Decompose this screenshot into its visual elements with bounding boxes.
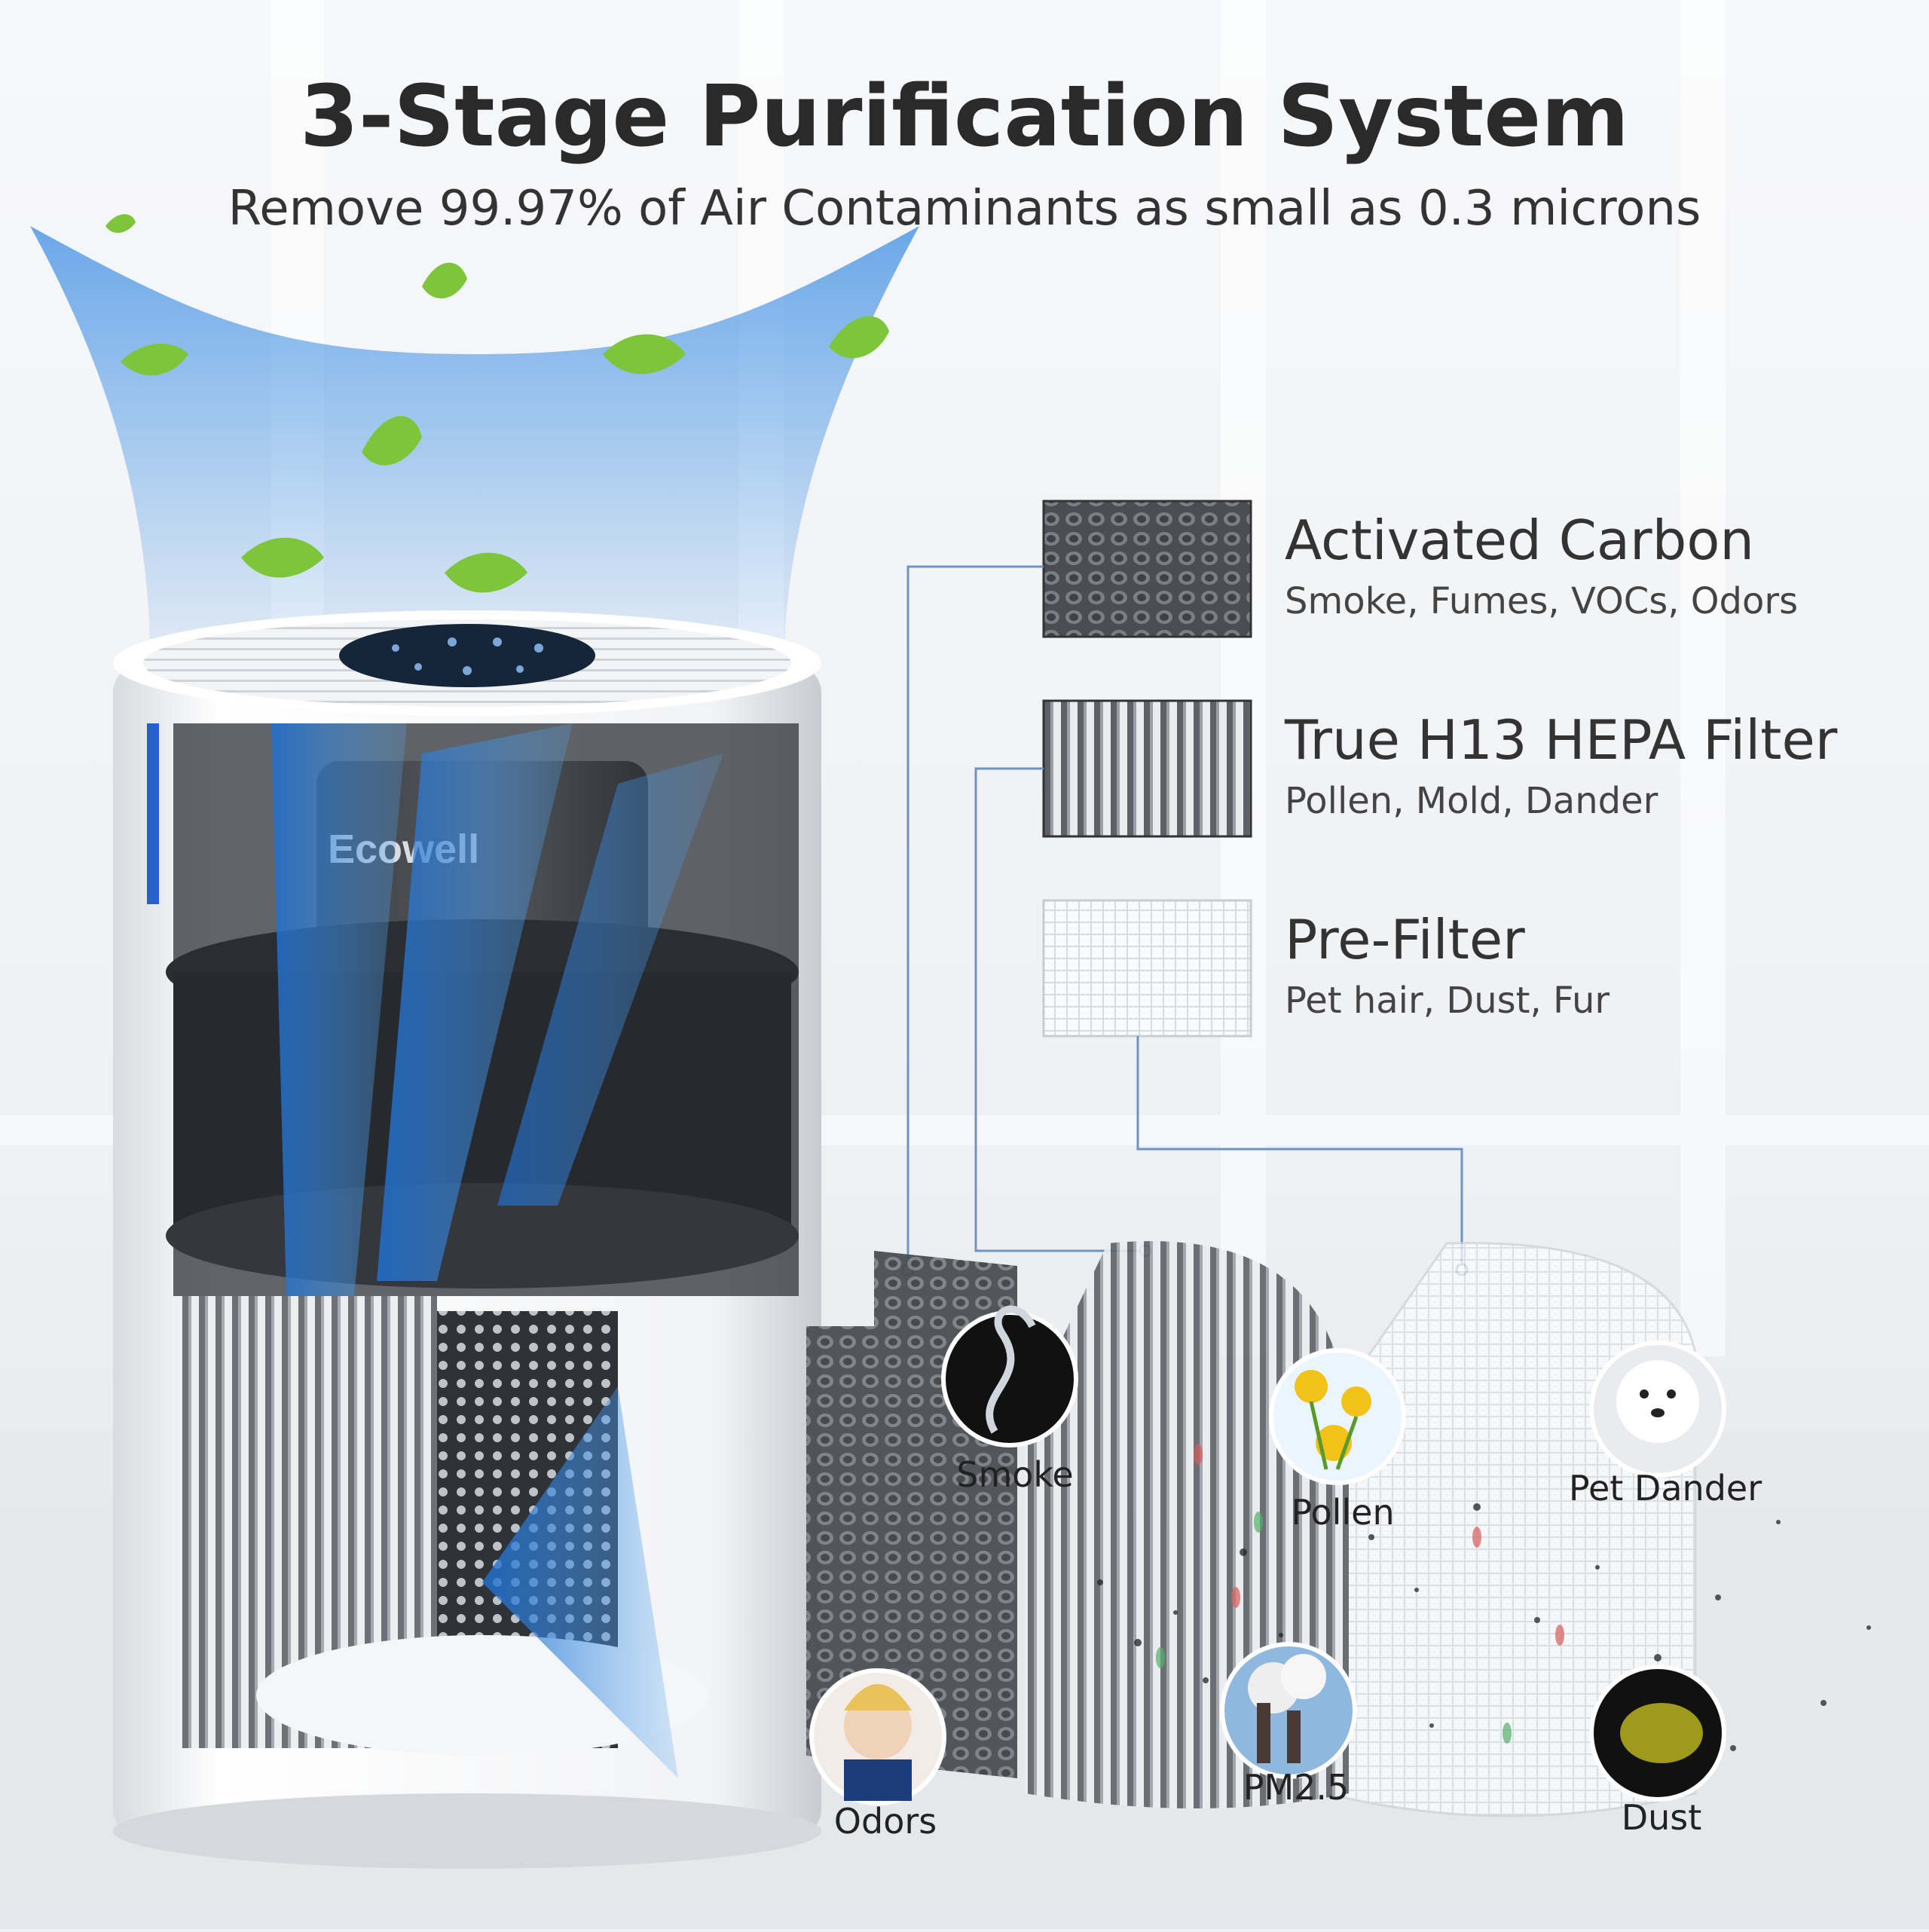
air-purifier: Ecowell [113, 610, 821, 1869]
filter-desc-pre: Pet hair, Dust, Fur [1285, 980, 1610, 1022]
connector-lines [906, 565, 1463, 1270]
label-pm25: PM2.5 [1243, 1767, 1350, 1808]
status-light [147, 723, 159, 904]
carbon-filter-swatch [1042, 500, 1252, 638]
pm25-icon [1220, 1642, 1357, 1779]
label-dust: Dust [1621, 1797, 1702, 1838]
odors-icon [809, 1668, 946, 1805]
filter-desc-carbon: Smoke, Fumes, VOCs, Odors [1285, 580, 1799, 622]
page-subtitle: Remove 99.97% of Air Contaminants as sma… [228, 181, 1701, 237]
filter-name-carbon: Activated Carbon [1285, 509, 1755, 572]
label-smoke: Smoke [956, 1454, 1074, 1495]
pre-filter-swatch [1042, 899, 1252, 1038]
smoke-icon [941, 1305, 1078, 1447]
hepa-filter-swatch [1042, 699, 1252, 838]
pet-dander-icon [1589, 1340, 1726, 1478]
particles [1097, 1503, 1871, 1751]
leaf-icons [105, 214, 889, 593]
label-pet-dander: Pet Dander [1568, 1468, 1762, 1509]
label-odors: Odors [833, 1801, 937, 1842]
pollen-icon [1269, 1348, 1406, 1485]
dust-icon [1589, 1665, 1726, 1802]
filter-name-pre: Pre-Filter [1285, 908, 1525, 971]
control-panel [339, 624, 595, 687]
filter-desc-hepa: Pollen, Mold, Dander [1285, 780, 1658, 822]
label-pollen: Pollen [1291, 1492, 1395, 1533]
filter-name-hepa: True H13 HEPA Filter [1285, 708, 1838, 772]
page-title: 3-Stage Purification System [300, 68, 1629, 166]
